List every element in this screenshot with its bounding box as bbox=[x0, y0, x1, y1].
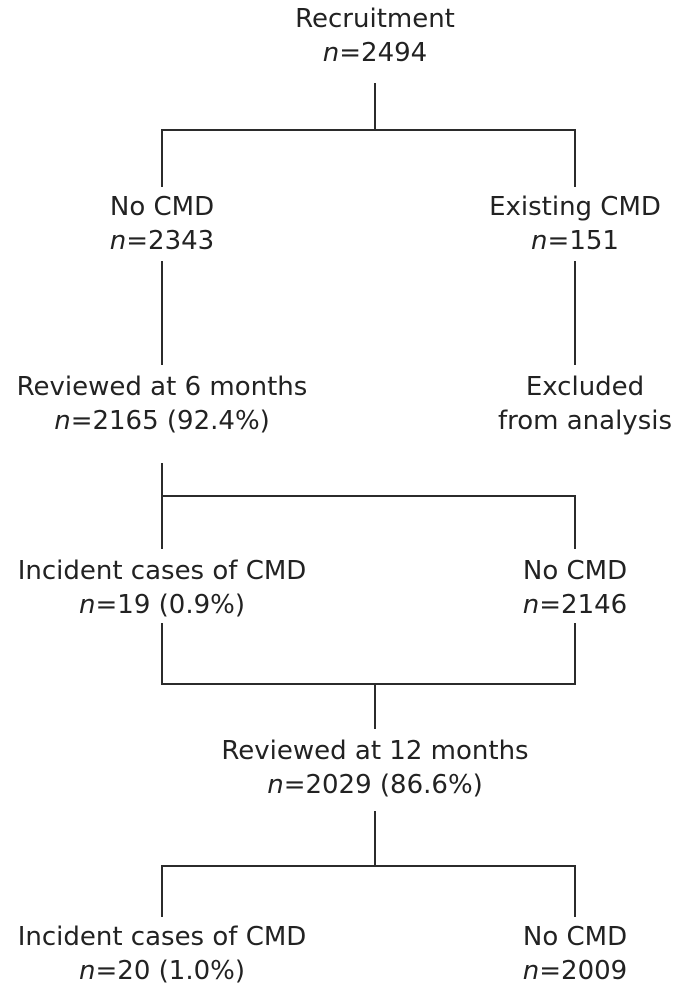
node-reviewed-12-count: n=2029 (86.6%) bbox=[267, 770, 483, 800]
node-reviewed-6-count: n=2165 (92.4%) bbox=[54, 406, 270, 436]
node-recruitment-count: n=2494 bbox=[322, 38, 428, 68]
node-reviewed-6-months: Reviewed at 6 months n=2165 (92.4%) bbox=[2, 370, 322, 438]
node-reviewed-12-months: Reviewed at 12 months n=2029 (86.6%) bbox=[205, 734, 545, 802]
node-incident-6-label: Incident cases of CMD bbox=[17, 556, 307, 586]
node-recruitment: Recruitment n=2494 bbox=[275, 2, 475, 70]
node-excluded: Excluded from analysis bbox=[490, 370, 680, 438]
node-incident-6-months: Incident cases of CMD n=19 (0.9%) bbox=[2, 554, 322, 622]
node-incident-12-months: Incident cases of CMD n=20 (1.0%) bbox=[2, 920, 322, 988]
node-no-cmd-3-label: No CMD bbox=[522, 922, 628, 952]
node-existing-cmd-label: Existing CMD bbox=[489, 192, 661, 222]
node-incident-6-count: n=19 (0.9%) bbox=[79, 590, 245, 620]
node-no-cmd-2-count: n=2146 bbox=[522, 590, 628, 620]
node-no-cmd-2-label: No CMD bbox=[522, 556, 628, 586]
node-existing-cmd-count: n=151 bbox=[531, 226, 619, 256]
node-no-cmd-1-label: No CMD bbox=[109, 192, 215, 222]
node-reviewed-6-label: Reviewed at 6 months bbox=[16, 372, 308, 402]
node-no-cmd-3-count: n=2009 bbox=[522, 956, 628, 986]
node-no-cmd-2: No CMD n=2146 bbox=[485, 554, 665, 622]
node-existing-cmd: Existing CMD n=151 bbox=[475, 190, 675, 258]
node-no-cmd-1: No CMD n=2343 bbox=[62, 190, 262, 258]
node-no-cmd-3: No CMD n=2009 bbox=[485, 920, 665, 988]
node-no-cmd-1-count: n=2343 bbox=[109, 226, 215, 256]
node-excluded-line2: from analysis bbox=[497, 406, 673, 436]
node-incident-12-label: Incident cases of CMD bbox=[17, 922, 307, 952]
node-recruitment-label: Recruitment bbox=[295, 4, 455, 34]
node-reviewed-12-label: Reviewed at 12 months bbox=[221, 736, 529, 766]
node-excluded-line1: Excluded bbox=[525, 372, 645, 402]
node-incident-12-count: n=20 (1.0%) bbox=[79, 956, 245, 986]
